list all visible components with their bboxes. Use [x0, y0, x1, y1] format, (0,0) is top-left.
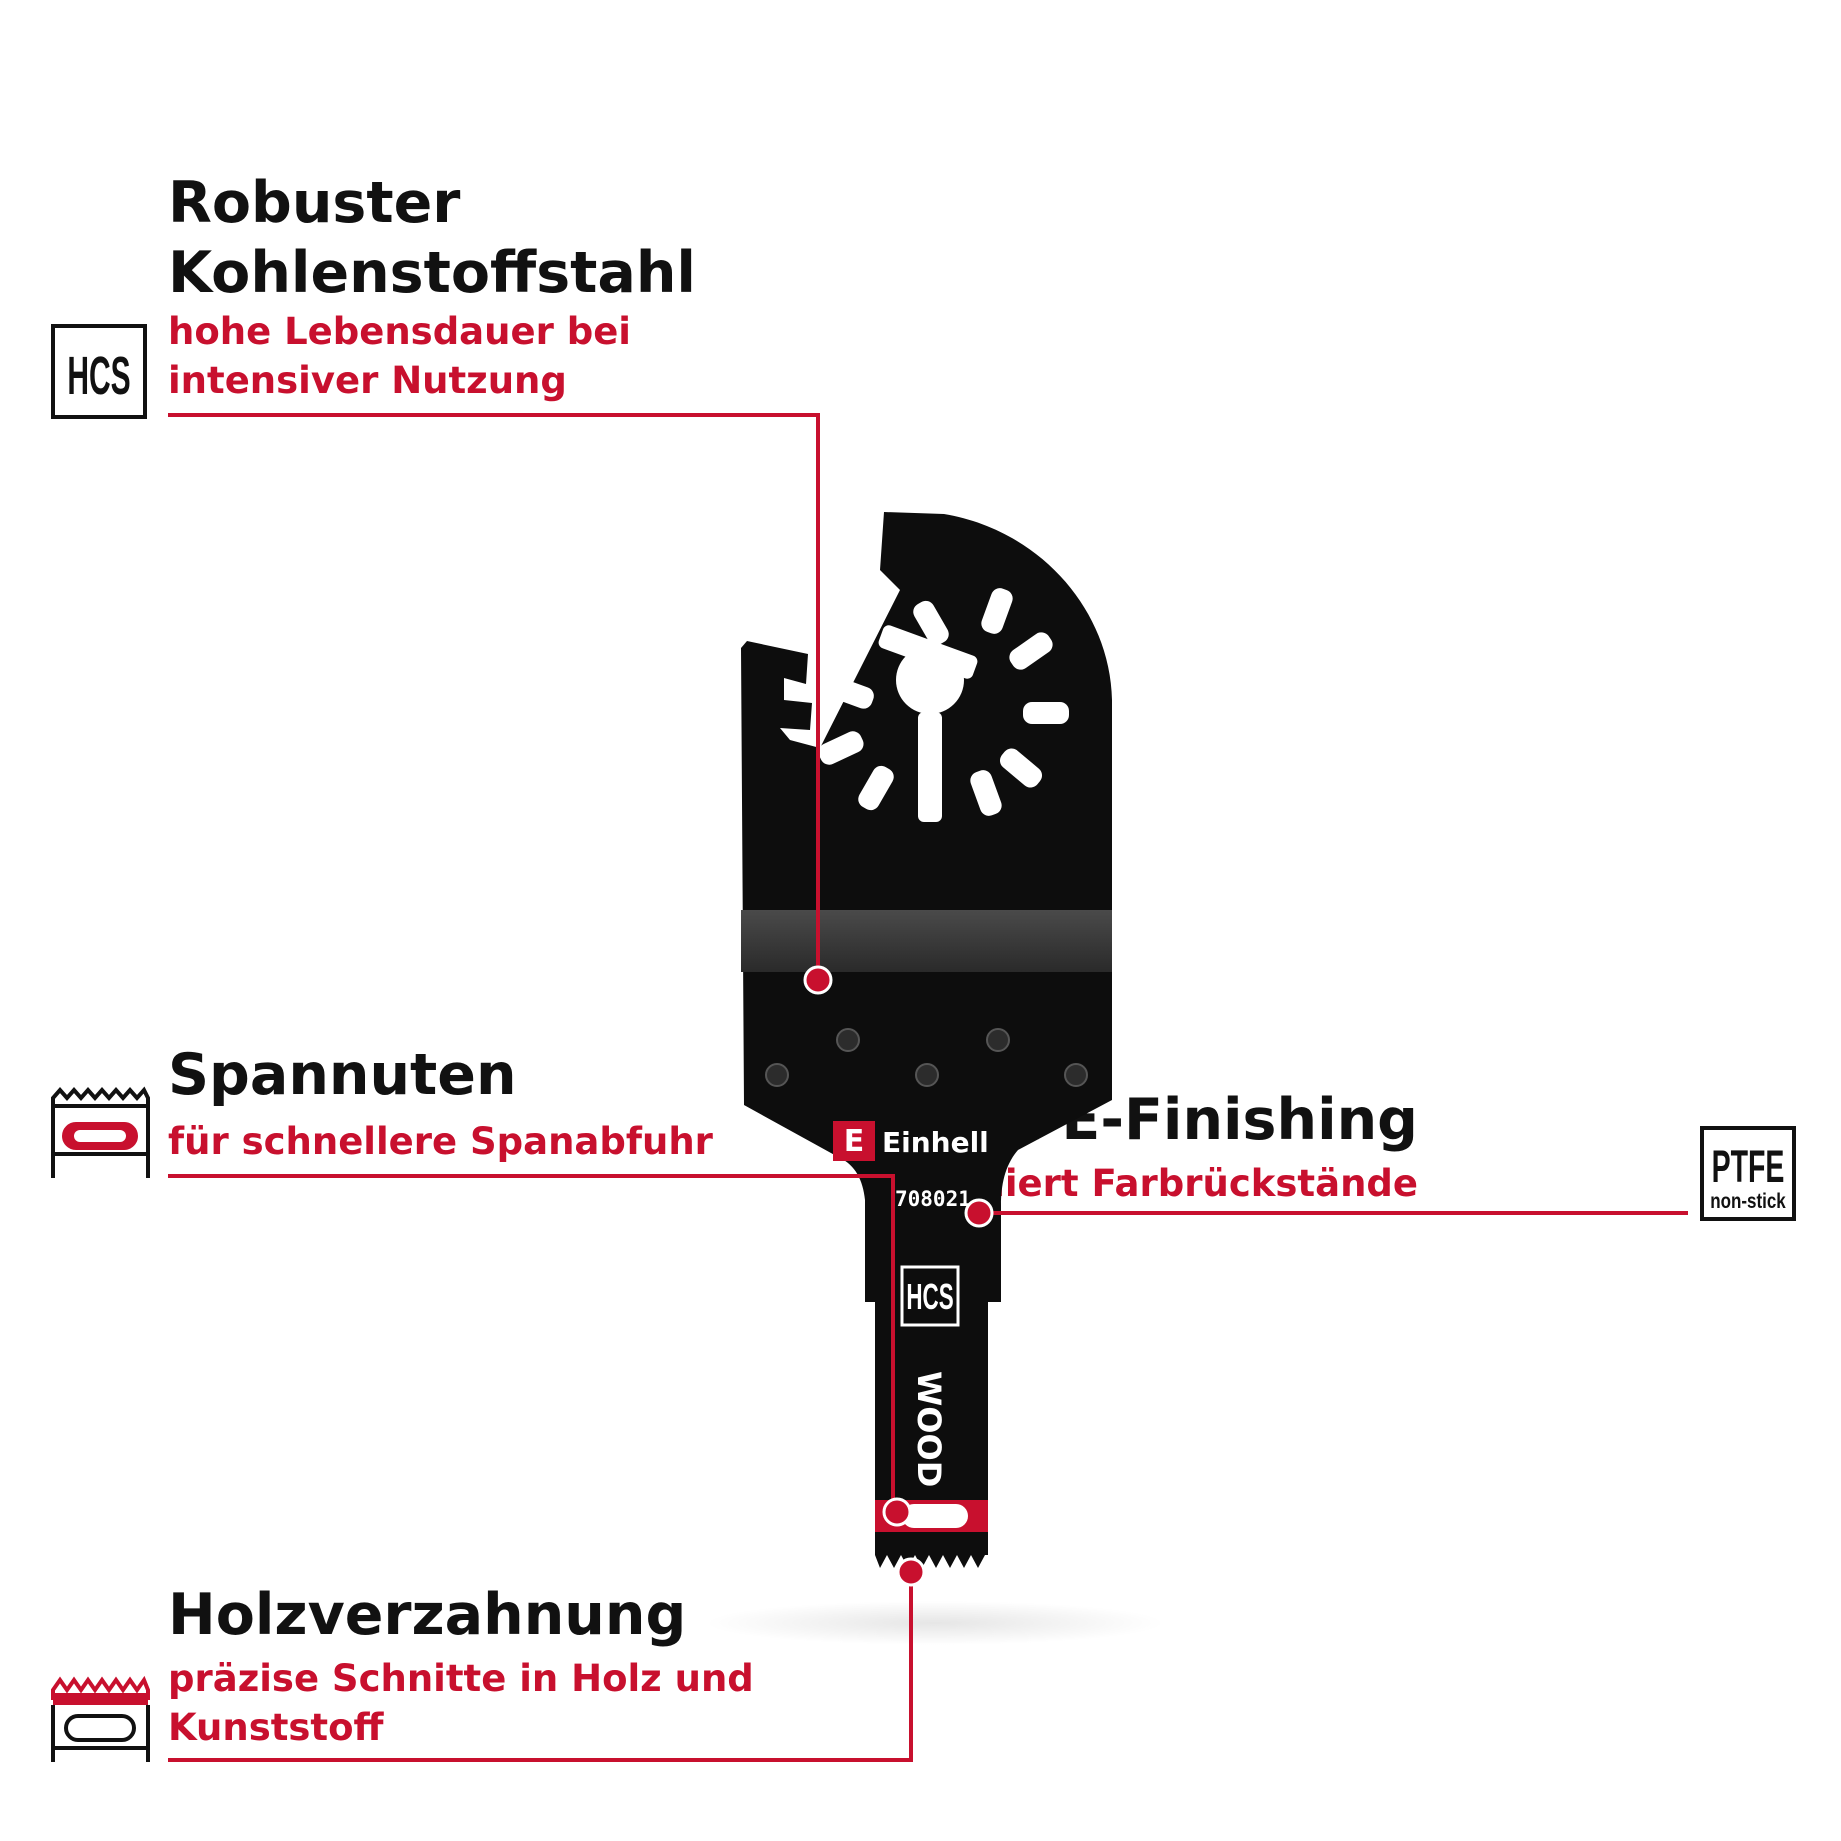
teeth-callout-dot: [896, 1557, 926, 1587]
grooves-description: für schnellere Spanabfuhr: [168, 1120, 713, 1163]
blade-hcs-label: HCS: [906, 1278, 953, 1318]
steel-description-line2: intensiver Nutzung: [168, 359, 567, 402]
hcs-badge-label: HCS: [67, 346, 130, 407]
callout-dots: [803, 965, 994, 1587]
steel-title-line2: Kohlenstoffstahl: [168, 240, 696, 306]
hcs-badge-icon: HCS: [51, 324, 147, 419]
teeth-title: Holzverzahnung: [168, 1582, 687, 1648]
grooves-title: Spannuten: [168, 1042, 517, 1108]
blade-hub-slots: [818, 588, 1069, 822]
teeth-callout-line: [168, 1572, 913, 1762]
ptfe-badge-icon: PTFE non-stick: [1700, 1126, 1796, 1221]
blade-slot: [902, 1504, 968, 1528]
blade-rivets: [765, 1028, 1088, 1087]
grooves-callout-line: [168, 1174, 895, 1512]
chip-groove-icon: [51, 1086, 150, 1178]
blade-band: [741, 910, 1112, 972]
ptfe-badge-label: PTFE: [1712, 1142, 1785, 1192]
blade-brand-logo: E Einhell: [833, 1121, 989, 1161]
blade-part-number: 708021: [895, 1187, 971, 1211]
blade-hcs-box: [900, 1265, 960, 1327]
steel-title-line1: Robuster: [168, 170, 461, 236]
coating-callout-dot: [964, 1198, 994, 1228]
blade-wood-label: WOOD: [910, 1371, 948, 1487]
blade-shadow: [705, 1601, 1165, 1645]
blade-teeth: [875, 1555, 988, 1568]
steel-callout-line: [168, 413, 820, 980]
svg-text:E: E: [844, 1124, 865, 1159]
ptfe-badge-sublabel: non-stick: [1710, 1190, 1786, 1213]
steel-callout-dot: [803, 965, 833, 995]
steel-description-line1: hohe Lebensdauer bei: [168, 310, 631, 353]
teeth-description-line2: Kunststoff: [168, 1706, 384, 1749]
saw-blade: E Einhell 708021 HCS WOOD: [741, 512, 1112, 1568]
callout-lines: [168, 413, 1688, 1762]
grooves-callout-dot: [882, 1497, 912, 1527]
teeth-description-line1: präzise Schnitte in Holz und: [168, 1657, 754, 1700]
wood-teeth-icon: [51, 1675, 150, 1762]
blade-brand-text: Einhell: [882, 1126, 989, 1159]
